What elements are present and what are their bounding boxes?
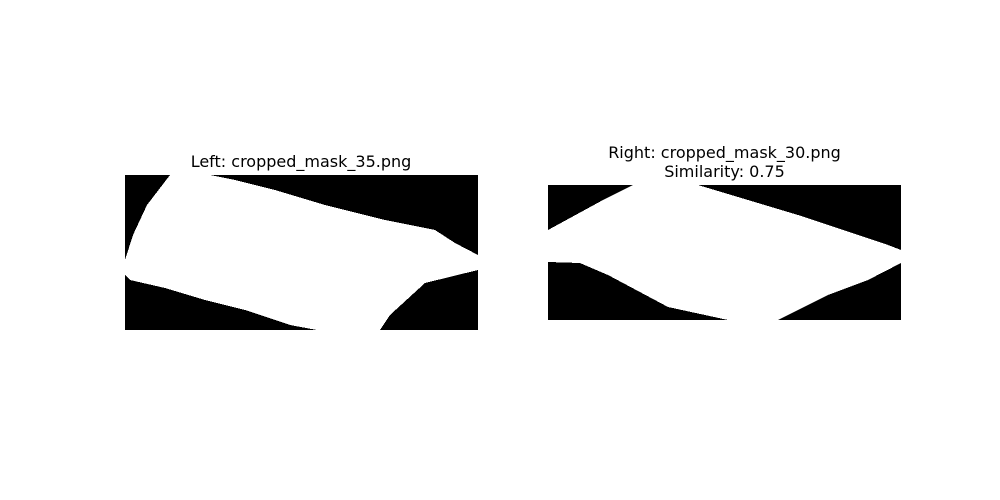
left-panel-title: Left: cropped_mask_35.png: [190, 152, 412, 171]
similarity-score: Similarity: 0.75: [664, 162, 785, 181]
right-mask-image: [548, 185, 901, 320]
right-panel-filename: Right: cropped_mask_30.png: [608, 143, 841, 162]
left-mask-image: [125, 175, 478, 330]
left-mask-shape: [125, 175, 478, 330]
right-mask-shape: [548, 185, 901, 320]
right-panel-title: Right: cropped_mask_30.png Similarity: 0…: [548, 143, 901, 181]
